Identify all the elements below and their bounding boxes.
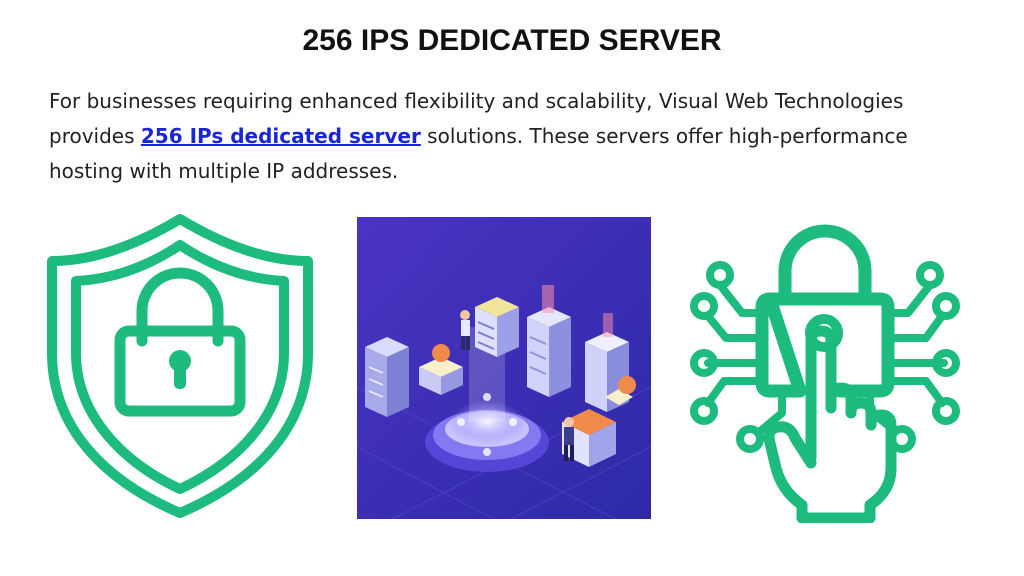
intro-text-after: solutions. These servers offer high-perf… bbox=[49, 124, 908, 183]
shield-lock-icon bbox=[47, 214, 313, 518]
dedicated-server-link[interactable]: 256 IPs dedicated server bbox=[140, 124, 421, 148]
intro-paragraph: For businesses requiring enhanced flexib… bbox=[49, 84, 979, 189]
page-title: 256 IPS DEDICATED SERVER bbox=[302, 24, 722, 57]
intro-text-before: For businesses requiring enhanced flexib… bbox=[49, 89, 904, 148]
server-isometric-illustration bbox=[357, 217, 651, 519]
digital-lock-touch-icon bbox=[690, 224, 960, 523]
